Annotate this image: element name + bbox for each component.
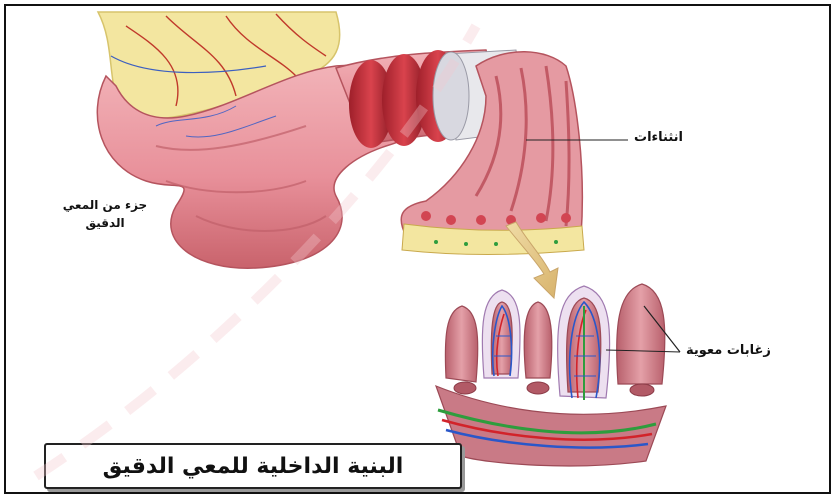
villus-4 <box>524 302 552 378</box>
part-label-line-1: جزء من المعي <box>46 196 164 214</box>
title-box: البنية الداخلية للمعي الدقيق <box>44 443 462 489</box>
small-intestine-part-label: جزء من المعي الدقيق <box>46 196 164 246</box>
villi-label: زغابات معوية <box>686 343 771 358</box>
figure-title: البنية الداخلية للمعي الدقيق <box>103 454 404 479</box>
intestine-illustration <box>6 6 829 492</box>
figure-frame: انثناءات زغابات معوية جزء من المعي الدقي… <box>4 4 831 494</box>
villus-7 <box>617 284 665 384</box>
villi <box>445 284 665 398</box>
villus-1 <box>445 306 477 382</box>
folds-label: انثناءات <box>634 130 683 145</box>
part-label-line-2: الدقيق <box>46 214 164 232</box>
